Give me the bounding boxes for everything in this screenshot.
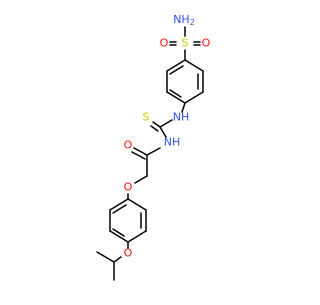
ring2-bond-6 xyxy=(109,198,129,211)
atom-nh2: NH2 xyxy=(173,13,195,27)
atom-sulfonyl-o-right: O xyxy=(202,37,211,50)
bond-nh-c xyxy=(159,119,173,128)
atom-labels: NH2 S O O NH S NH O O O xyxy=(124,13,211,260)
bond-ch2-o xyxy=(134,175,148,184)
bond-c-nh2 xyxy=(159,126,167,138)
background xyxy=(0,0,300,300)
ring1-bond-4 xyxy=(166,91,186,104)
ring2-bond-1 xyxy=(127,198,147,211)
bond-c-o-b xyxy=(131,151,146,160)
bond-c-o-a xyxy=(133,147,148,156)
ring1-bond-3 xyxy=(184,91,204,104)
ring2-bond-4-inner xyxy=(112,228,125,237)
bond-c-s-b xyxy=(150,125,159,132)
ring1-bond-1 xyxy=(184,59,204,72)
bond-c-s-a xyxy=(152,121,161,128)
ring1-bond-6-inner xyxy=(169,65,184,75)
ring1-bond-6 xyxy=(166,59,186,72)
ring2-bond-6-inner xyxy=(112,204,127,214)
bond-nh-carbonyl xyxy=(146,147,161,156)
ring2-bond-4 xyxy=(109,230,129,243)
atom-thione-s: S xyxy=(143,111,150,124)
bond-o-ch xyxy=(113,256,122,263)
ring1-bond-4-inner xyxy=(169,89,182,98)
atom-ether-o-lower: O xyxy=(124,247,133,260)
bond-ch-ch3-left xyxy=(96,251,115,263)
atom-ether-o-upper: O xyxy=(124,181,133,194)
structure-svg: NH2 S O O NH S NH O O O xyxy=(0,0,300,300)
atom-sulfonyl-o-left: O xyxy=(160,37,169,50)
molecule-diagram: NH2 S O O NH S NH O O O xyxy=(0,0,300,300)
atom-amide-nh: NH xyxy=(164,136,181,149)
atom-sulfonyl-s: S xyxy=(182,37,189,50)
ring2-bond-3 xyxy=(127,230,147,243)
bond-ring-nh xyxy=(181,102,186,113)
bonds xyxy=(96,26,204,281)
atom-amine-nh: NH xyxy=(173,111,190,124)
atom-carbonyl-o: O xyxy=(124,139,133,152)
